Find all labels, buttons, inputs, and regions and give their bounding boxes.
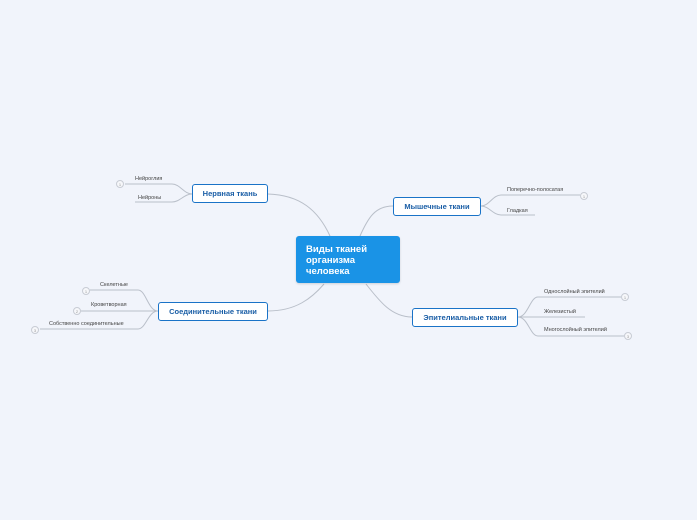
leaf-glandular[interactable]: Железистый [544,309,576,315]
collapse-marker-simple-epithelium[interactable]: 1 [621,293,629,301]
leaf-neurons[interactable]: Нейроны [138,195,162,201]
connector-epithelial-leaf1 [517,296,621,318]
connector-nervous-leaf2 [135,193,193,203]
connector-epithelial-leaf3 [517,316,624,337]
central-topic-line-2: организма [306,255,356,266]
branch-muscle-tissue[interactable]: Мышечные ткани [393,197,481,216]
collapse-marker-nervous[interactable]: 1 [116,180,124,188]
leaf-smooth[interactable]: Гладкая [507,208,528,214]
connector-central-connective [267,283,325,312]
connector-muscle-leaf2 [480,205,535,216]
connector-connective-leaf3 [40,310,159,330]
leaf-stratified-epithelium[interactable]: Многослойный эпителий [544,327,607,333]
connector-connective-leaf1 [90,289,159,312]
branch-nervous-tissue[interactable]: Нервная ткань [192,184,268,203]
central-topic-line-3: человека [306,266,350,277]
connector-central-muscle [359,205,394,237]
leaf-skeletal[interactable]: Скелетные [100,282,128,288]
leaf-simple-epithelium[interactable]: Однослойный эпителий [544,289,605,295]
leaf-connective-proper[interactable]: Собственно соединительные [49,321,124,327]
connector-nervous-leaf1 [135,183,193,195]
connector-muscle-leaf1 [480,194,580,207]
central-topic[interactable]: Виды тканей организма человека [296,236,400,283]
collapse-marker-hematopoietic[interactable]: 2 [73,307,81,315]
central-topic-line-1: Виды тканей [306,244,368,255]
leaf-hematopoietic[interactable]: Кроветворная [91,302,127,308]
leaf-striated[interactable]: Поперечно-полосатая [507,187,564,193]
connector-central-nervous [267,193,331,237]
branch-epithelial-tissue[interactable]: Эпителиальные ткани [412,308,518,327]
leaf-neuroglia[interactable]: Нейроглия [135,176,163,182]
branch-connective-tissue[interactable]: Соединительные ткани [158,302,268,321]
collapse-marker-connective-proper[interactable]: 3 [31,326,39,334]
collapse-marker-stratified-epithelium[interactable]: 3 [624,332,632,340]
connector-central-epithelial [365,283,413,318]
collapse-marker-muscle[interactable]: 1 [580,192,588,200]
collapse-marker-skeletal[interactable]: 1 [82,287,90,295]
